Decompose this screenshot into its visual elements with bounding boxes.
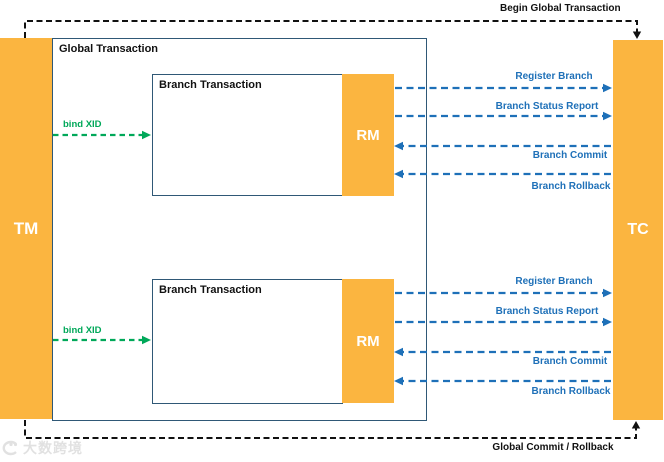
register-branch-arrowhead-1-icon bbox=[603, 83, 612, 93]
tc-label: TC bbox=[627, 221, 649, 238]
tm-node: TM bbox=[0, 38, 52, 419]
global-commit-rollback-arrow bbox=[24, 420, 637, 439]
register-branch-arrowhead-2-icon bbox=[603, 288, 612, 298]
watermark: 大数跨境 bbox=[2, 438, 83, 458]
global-commit-rollback-label: Global Commit / Rollback bbox=[492, 442, 614, 453]
branch-transaction-box-2: Branch Transaction bbox=[152, 279, 343, 404]
watermark-logo-icon bbox=[2, 440, 18, 456]
tm-label: TM bbox=[13, 218, 39, 238]
branch-status-report-label-2: Branch Status Report bbox=[495, 306, 599, 317]
branch-rollback-label-2: Branch Rollback bbox=[531, 386, 611, 397]
branch-status-report-label-1: Branch Status Report bbox=[495, 101, 599, 112]
branch-rollback-label-1: Branch Rollback bbox=[531, 181, 611, 192]
branch-transaction-label-1: Branch Transaction bbox=[159, 79, 262, 91]
branch-status-report-arrowhead-2-icon bbox=[603, 317, 612, 327]
branch-commit-label-2: Branch Commit bbox=[532, 356, 608, 367]
rm-node-2: RM bbox=[342, 279, 394, 403]
branch-transaction-box-1: Branch Transaction bbox=[152, 74, 343, 196]
global-transaction-label: Global Transaction bbox=[59, 43, 159, 55]
register-branch-label-1: Register Branch bbox=[515, 71, 593, 82]
begin-global-transaction-label: Begin Global Transaction bbox=[500, 3, 621, 14]
begin-global-transaction-arrow bbox=[24, 20, 638, 38]
tc-node: TC bbox=[613, 40, 663, 420]
begin-global-transaction-arrowhead-icon bbox=[632, 31, 642, 39]
bind-xid-label-1: bind XID bbox=[63, 119, 102, 130]
bind-xid-label-2: bind XID bbox=[63, 325, 102, 336]
register-branch-label-2: Register Branch bbox=[515, 276, 593, 287]
watermark-text: 大数跨境 bbox=[23, 440, 83, 456]
branch-commit-label-1: Branch Commit bbox=[532, 150, 608, 161]
rm-label-1: RM bbox=[356, 126, 380, 144]
rm-node-1: RM bbox=[342, 74, 394, 196]
rm-label-2: RM bbox=[356, 332, 380, 350]
global-commit-rollback-arrowhead-icon bbox=[631, 421, 641, 429]
branch-status-report-arrowhead-1-icon bbox=[603, 111, 612, 121]
branch-transaction-label-2: Branch Transaction bbox=[159, 284, 262, 296]
